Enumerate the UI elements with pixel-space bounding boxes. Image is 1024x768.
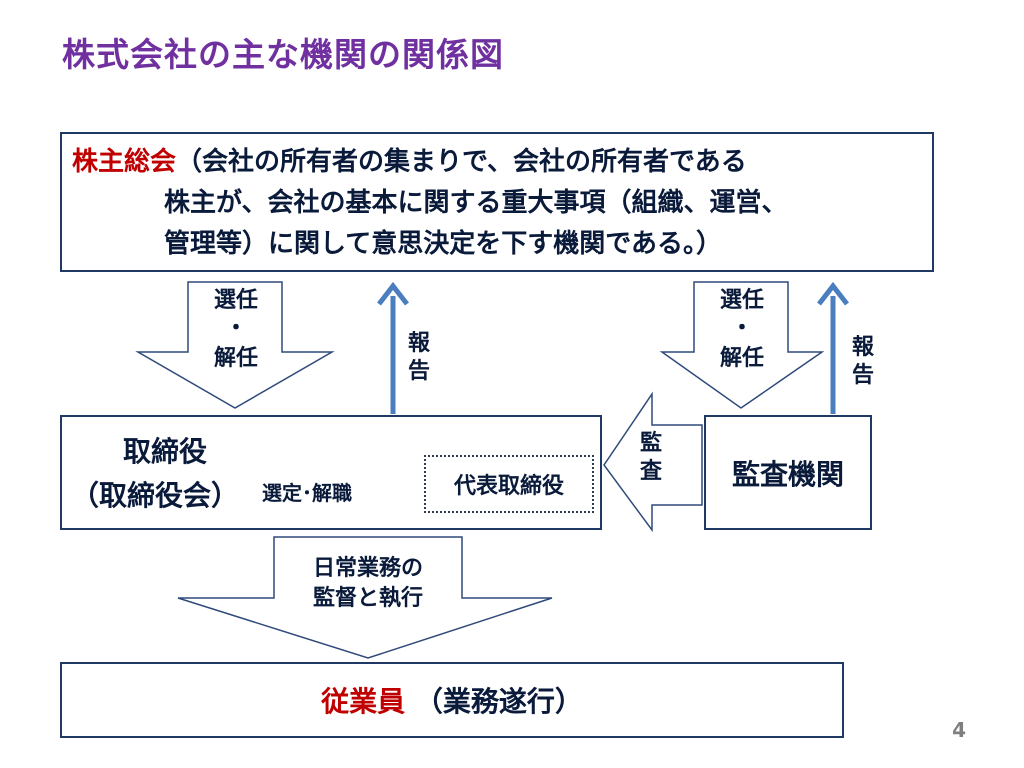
select-dismiss-label: 選定･解職 <box>262 481 352 505</box>
report-label-left: 報 告 <box>404 330 434 386</box>
daily-ops-arrow <box>177 536 553 659</box>
audit-body-box: 監査機関 <box>704 415 872 530</box>
shareholders-desc-line2: 株主が、会社の基本に関する重大事項（組織、運営、 <box>164 188 788 218</box>
board-of-directors-title: （取締役会） <box>70 479 239 512</box>
elect-dismiss-arrow-left <box>135 281 335 409</box>
dismiss-label: 解任 <box>719 346 764 371</box>
elect-label: 選任 <box>719 288 764 313</box>
report-char-2: 告 <box>407 359 430 384</box>
report-arrow-left-head <box>377 281 409 306</box>
page-number: 4 <box>952 718 966 742</box>
report-label-right: 報 告 <box>848 334 878 390</box>
report-arrow-right-head <box>817 281 849 306</box>
elect-dismiss-label-left: 選任 ・ 解任 <box>196 287 276 373</box>
dismiss-label: 解任 <box>213 346 258 371</box>
page-title: 株式会社の主な機関の関係図 <box>62 35 504 74</box>
audit-char-1: 監 <box>639 431 662 456</box>
dot-label: ・ <box>224 316 247 341</box>
elect-label: 選任 <box>213 288 258 313</box>
shareholders-meeting-box <box>60 132 934 272</box>
elect-dismiss-label-right: 選任 ・ 解任 <box>702 287 782 373</box>
report-char-2: 告 <box>851 363 874 388</box>
shareholders-meeting-text: 株主総会（会社の所有者の集まりで、会社の所有者である 株主が、会社の基本に関する… <box>72 142 787 265</box>
employees-box: 従業員 （業務遂行） <box>60 662 844 738</box>
representative-director-box: 代表取締役 <box>424 455 594 513</box>
report-char-1: 報 <box>407 331 430 356</box>
employees-name: 従業員 <box>321 685 406 718</box>
audit-body-label: 監査機関 <box>731 457 844 491</box>
elect-dismiss-arrow-right <box>659 281 825 409</box>
directors-title: 取締役 <box>122 435 207 468</box>
dot-label: ・ <box>730 316 753 341</box>
employees-role: （業務遂行） <box>414 685 583 718</box>
daily-ops-line2: 監督と執行 <box>312 586 423 611</box>
daily-ops-label: 日常業務の 監督と執行 <box>286 554 450 614</box>
audit-arrow <box>603 391 703 533</box>
shareholders-desc-line1: （会社の所有者の集まりで、会社の所有者である <box>176 147 747 177</box>
audit-label: 監 査 <box>636 430 666 486</box>
shareholders-desc-line3: 管理等）に関して意思決定を下す機関である。） <box>164 229 722 259</box>
audit-char-2: 査 <box>639 459 662 484</box>
shareholders-meeting-name: 株主総会 <box>72 147 177 177</box>
daily-ops-line1: 日常業務の <box>312 556 423 581</box>
report-char-1: 報 <box>851 335 874 360</box>
employees-text: 従業員 （業務遂行） <box>321 680 583 720</box>
